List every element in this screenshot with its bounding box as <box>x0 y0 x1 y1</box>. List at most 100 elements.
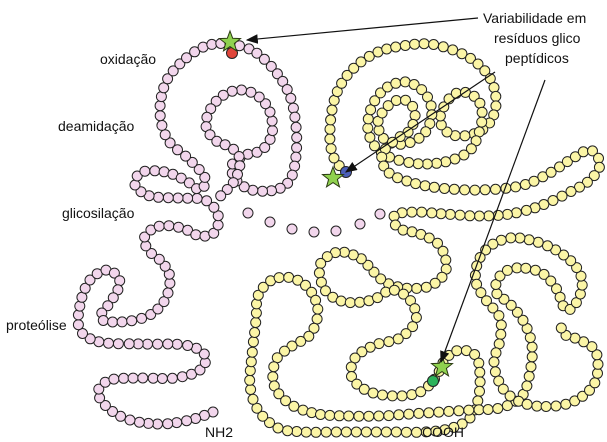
yellow-bead <box>387 391 397 401</box>
yellow-bead <box>489 83 499 93</box>
pink-bead <box>290 112 300 122</box>
label-variability-3: peptídicos <box>505 50 569 66</box>
yellow-bead <box>398 225 408 235</box>
yellow-bead <box>575 289 585 299</box>
pink-bead <box>291 152 301 162</box>
pink-bead <box>141 241 151 251</box>
yellow-bead <box>361 427 371 437</box>
yellow-bead <box>590 378 600 388</box>
yellow-bead <box>344 411 354 421</box>
yellow-bead <box>491 348 501 358</box>
gap-bead <box>265 217 275 227</box>
yellow-bead <box>460 185 470 195</box>
yellow-bead <box>374 411 384 421</box>
yellow-bead <box>365 132 375 142</box>
yellow-bead <box>325 410 335 420</box>
yellow-bead <box>489 357 499 367</box>
pink-bead <box>104 338 114 348</box>
yellow-bead <box>490 367 500 377</box>
yellow-bead <box>408 101 418 111</box>
yellow-bead <box>440 184 450 194</box>
yellow-bead <box>556 323 566 333</box>
yellow-bead <box>400 41 410 51</box>
pink-bead <box>115 276 125 286</box>
yellow-bead <box>522 399 532 409</box>
pink-bead <box>157 374 167 384</box>
pink-bead <box>153 192 163 202</box>
gap-bead <box>331 226 341 236</box>
pink-bead <box>137 313 147 323</box>
yellow-bead <box>326 144 336 154</box>
gap-bead <box>355 219 365 229</box>
yellow-bead <box>417 207 427 217</box>
yellow-bead <box>511 182 521 192</box>
yellow-bead <box>413 159 423 169</box>
yellow-bead <box>475 367 485 377</box>
yellow-bead <box>301 427 311 437</box>
yellow-bead <box>543 241 553 251</box>
yellow-bead <box>283 426 293 436</box>
yellow-bead <box>494 311 504 321</box>
yellow-bead <box>336 296 346 306</box>
yellow-bead <box>246 357 256 367</box>
label-variability-2: resíduos glico <box>494 30 581 46</box>
yellow-bead <box>527 342 537 352</box>
yellow-bead <box>438 42 448 52</box>
yellow-bead <box>426 101 436 111</box>
yellow-bead <box>511 208 521 218</box>
yellow-bead <box>525 333 535 343</box>
yellow-bead <box>419 39 429 49</box>
yellow-bead <box>251 318 261 328</box>
pink-bead <box>119 373 129 383</box>
yellow-bead <box>477 117 487 127</box>
pink-bead <box>77 292 87 302</box>
yellow-bead <box>381 427 391 437</box>
yellow-bead <box>448 45 458 55</box>
pink-bead <box>237 85 247 95</box>
pink-bead <box>130 180 140 190</box>
label-proteolysis: proteólise <box>6 317 67 333</box>
yellow-bead <box>307 408 317 418</box>
yellow-bead <box>411 179 421 189</box>
yellow-bead <box>484 211 494 221</box>
pink-bead <box>191 414 201 424</box>
yellow-bead <box>444 406 454 416</box>
pink-bead <box>134 417 144 427</box>
yellow-bead <box>441 255 451 265</box>
yellow-bead <box>496 320 506 330</box>
label-deamidation: deamidação <box>58 118 134 134</box>
pink-bead <box>172 418 182 428</box>
yellow-bead <box>384 411 394 421</box>
yellow-bead <box>269 362 279 372</box>
yellow-bead <box>325 124 335 134</box>
pink-bead <box>202 196 212 206</box>
pink-bead <box>153 419 163 429</box>
yellow-bead <box>506 233 516 243</box>
yellow-bead <box>577 280 587 290</box>
pink-bead <box>133 339 143 349</box>
yellow-bead <box>455 210 465 220</box>
pink-bead <box>234 152 244 162</box>
yellow-bead <box>475 98 485 108</box>
gap-bead <box>309 227 319 237</box>
yellow-bead <box>493 404 503 414</box>
yellow-bead <box>424 408 434 418</box>
pink-bead <box>183 193 193 203</box>
yellow-bead <box>578 147 588 157</box>
yellow-bead <box>364 411 374 421</box>
yellow-bead <box>475 386 485 396</box>
yellow-bead <box>327 105 337 115</box>
yellow-bead <box>412 427 422 437</box>
yellow-bead <box>436 209 446 219</box>
label-variability-1: Variabilidade em <box>483 10 586 26</box>
pink-bead <box>207 39 217 49</box>
yellow-bead <box>526 362 536 372</box>
yellow-bead <box>339 247 349 257</box>
yellow-bead <box>441 157 451 167</box>
pink-bead <box>267 186 277 196</box>
yellow-bead <box>524 371 534 381</box>
yellow-bead <box>405 138 415 148</box>
yellow-bead <box>502 209 512 219</box>
pink-bead <box>108 317 118 327</box>
yellow-bead <box>411 313 421 323</box>
